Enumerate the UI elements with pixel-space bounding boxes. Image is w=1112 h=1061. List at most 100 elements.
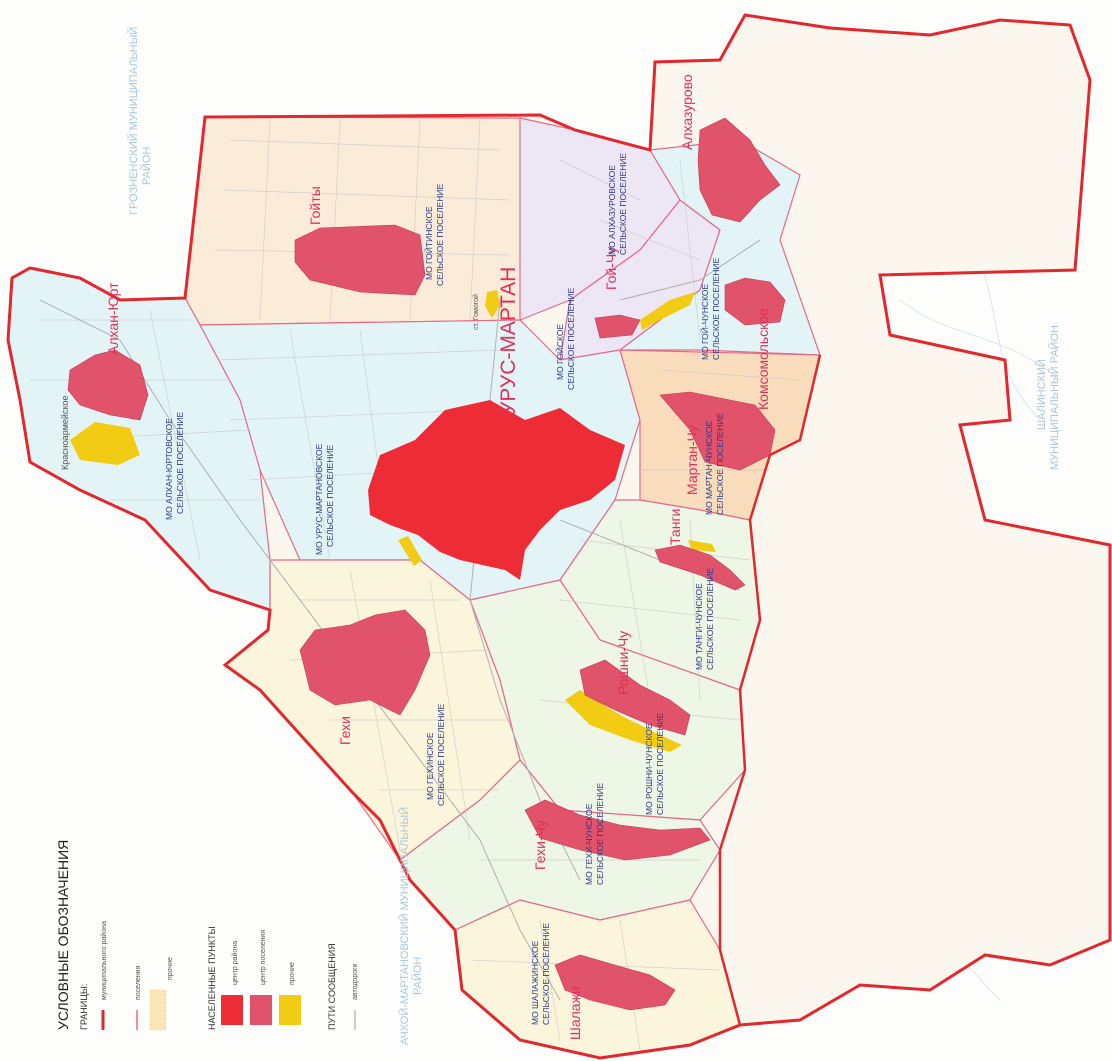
mo-shalazhi: МО ШАЛАЖИНСКОЕ СЕЛЬСКОЕ ПОСЕЛЕНИЕ bbox=[530, 923, 551, 1025]
settlement-centers bbox=[67, 117, 786, 1011]
label-roshni-chu: Рошни-Чу bbox=[615, 631, 631, 695]
mo-goy-chu-line2: СЕЛЬСКОЕ ПОСЕЛЕНИЕ bbox=[566, 288, 576, 390]
mo-roshni-chu-line1: МО РОШНИ-ЧУНСКОЕ bbox=[644, 723, 654, 815]
legend-label-boundary-other: прочие bbox=[167, 957, 174, 980]
neighbor-southwest: АЧХОЙ-МАРТАНОВСКИЙ МУНИЦИПАЛЬНЫЙ РАЙОН bbox=[398, 807, 424, 1045]
mo-goyty-line2: СЕЛЬСКОЕ ПОСЕЛЕНИЕ bbox=[435, 184, 445, 286]
mo-gekhi-line2: СЕЛЬСКОЕ ПОСЕЛЕНИЕ bbox=[436, 704, 446, 806]
neighbor-north: ГРОЗНЕНСКИЙ МУНИЦИПАЛЬНЫЙ РАЙОН bbox=[127, 27, 153, 215]
mo-tangi: МО ТАНГИ-ЧУНСКОЕ СЕЛЬСКОЕ ПОСЕЛЕНИЕ bbox=[694, 568, 715, 670]
mo-roshni-chu: МО РОШНИ-ЧУНСКОЕ СЕЛЬСКОЕ ПОСЕЛЕНИЕ bbox=[644, 713, 665, 815]
center-gekhi-chu bbox=[524, 799, 711, 861]
other-settlement-center bbox=[398, 536, 422, 566]
center-martan-chu bbox=[659, 391, 776, 471]
label-alkhan-yurt: Алхан-Юрт bbox=[105, 282, 121, 355]
neighbor-labels: ГРОЗНЕНСКИЙ МУНИЦИПАЛЬНЫЙ РАЙОН ШАЛИНСКИ… bbox=[127, 27, 1061, 1045]
center-urus-martan bbox=[368, 400, 625, 580]
settlement-labels: МО АЛХАН-ЮРТОВСКОЕ СЕЛЬСКОЕ ПОСЕЛЕНИЕ МО… bbox=[164, 153, 725, 1025]
inner-district-edge bbox=[718, 354, 822, 1026]
label-alkhazurovo: Алхазурово bbox=[679, 74, 695, 150]
mo-goy-chu: МО ГОЙСКОЕ СЕЛЬСКОЕ ПОСЕЛЕНИЕ bbox=[554, 288, 576, 390]
legend: УСЛОВНЫЕ ОБОЗНАЧЕНИЯ ГРАНИЦЫ: муниципаль… bbox=[55, 840, 359, 1031]
mo-urus-martan-line2: СЕЛЬСКОЕ ПОСЕЛЕНИЕ bbox=[325, 445, 335, 547]
mo-gekhi-chu-line2: СЕЛЬСКОЕ ПОСЕЛЕНИЕ bbox=[595, 783, 605, 885]
label-komsomolskoe: Комсомольское bbox=[755, 308, 771, 410]
mo-tangi-line1: МО ТАНГИ-ЧУНСКОЕ bbox=[694, 583, 704, 670]
legend-label-center-settlement: центр поселения bbox=[260, 930, 267, 985]
mo-urus-martan-line1: МО УРУС-МАРТАНОВСКОЕ bbox=[314, 443, 324, 555]
center-alkhan-yurt bbox=[67, 349, 149, 421]
label-small-plain: ст. Гомогой bbox=[472, 294, 480, 330]
label-goyty: Гойты bbox=[307, 186, 323, 225]
district-boundary bbox=[6, 13, 1112, 1060]
other-settlement-tangi bbox=[688, 540, 716, 552]
label-tangi: Танги bbox=[667, 509, 683, 545]
mo-martan-chu-line1: МО МАРТАН-ЧУНСКОЕ bbox=[704, 421, 714, 515]
legend-title: УСЛОВНЫЕ ОБОЗНАЧЕНИЯ bbox=[55, 840, 71, 1030]
mo-martan-chu-line2: СЕЛЬСКОЕ ПОСЕЛЕНИЕ bbox=[715, 413, 725, 515]
legend-swatch-center-district bbox=[221, 995, 243, 1025]
mo-shalazhi-line2: СЕЛЬСКОЕ ПОСЕЛЕНИЕ bbox=[541, 923, 551, 1025]
mo-goy-chu-east: МО ГОЙ-ЧУНСКОЕ СЕЛЬСКОЕ ПОСЕЛЕНИЕ bbox=[699, 258, 721, 360]
label-martan-chu: Мартан-Чу bbox=[684, 425, 700, 495]
legend-settlements-header: НАСЕЛЕННЫЕ ПУНКТЫ bbox=[207, 926, 217, 1030]
mo-goy-chu-line1: МО ГОЙСКОЕ bbox=[554, 323, 565, 380]
label-urus-martan: УРУС-МАРТАН bbox=[497, 267, 520, 415]
legend-label-roads: автодороги bbox=[352, 963, 359, 1000]
neighbor-southwest-line2: РАЙОН bbox=[411, 957, 424, 995]
mo-gekhi-chu: МО ГЕХИ-ЧУНСКОЕ СЕЛЬСКОЕ ПОСЕЛЕНИЕ bbox=[584, 783, 605, 885]
mo-goyty-line1: МО ГОЙТИНСКОЕ bbox=[423, 206, 434, 280]
mo-alkhan-yurt: МО АЛХАН-ЮРТОВСКОЕ СЕЛЬСКОЕ ПОСЕЛЕНИЕ bbox=[164, 412, 185, 520]
neighbor-southwest-line1: АЧХОЙ-МАРТАНОВСКИЙ МУНИЦИПАЛЬНЫЙ bbox=[398, 807, 411, 1045]
legend-label-other-settlement: прочие bbox=[289, 962, 296, 985]
mo-martan-chu: МО МАРТАН-ЧУНСКОЕ СЕЛЬСКОЕ ПОСЕЛЕНИЕ bbox=[704, 413, 725, 515]
mo-alkhazurovo-line2: СЕЛЬСКОЕ ПОСЕЛЕНИЕ bbox=[618, 153, 628, 255]
neighbor-north-line1: ГРОЗНЕНСКИЙ МУНИЦИПАЛЬНЫЙ bbox=[127, 27, 140, 215]
town-labels: УРУС-МАРТАН Алхан-Юрт Гойты Алхазурово Г… bbox=[60, 74, 771, 1040]
legend-swatch-other-settlement bbox=[279, 995, 301, 1025]
other-settlement-goychu bbox=[640, 292, 695, 330]
legend-label-boundary-settlement: поселения bbox=[135, 965, 142, 1000]
mo-gekhi-line1: МО ГЕХИНСКОЕ bbox=[425, 732, 435, 800]
mo-goyty: МО ГОЙТИНСКОЕ СЕЛЬСКОЕ ПОСЕЛЕНИЕ bbox=[423, 184, 445, 286]
mo-gekhi-chu-line1: МО ГЕХИ-ЧУНСКОЕ bbox=[584, 803, 594, 885]
mo-alkhazurovo-line1: МО АЛХАЗУРОВСКОЕ bbox=[607, 165, 617, 255]
mo-alkhan-yurt-line2: СЕЛЬСКОЕ ПОСЕЛЕНИЕ bbox=[175, 412, 185, 514]
neighbor-north-line2: РАЙОН bbox=[140, 147, 153, 185]
legend-label-center-district: центр района bbox=[231, 941, 239, 985]
neighbor-east-line1: ШАЛИНСКИЙ bbox=[1035, 359, 1048, 430]
legend-swatch-boundary-other bbox=[149, 989, 167, 1031]
center-alkhazurovo bbox=[697, 117, 781, 223]
center-gekhi bbox=[299, 609, 431, 716]
label-shalazhi: Шалажи bbox=[567, 986, 583, 1040]
center-goy-chu-east bbox=[724, 277, 786, 326]
other-settlements bbox=[70, 290, 716, 752]
legend-swatch-center-settlement bbox=[250, 995, 272, 1025]
legend-label-boundary-district: муниципального района bbox=[100, 921, 108, 1000]
mo-shalazhi-line1: МО ШАЛАЖИНСКОЕ bbox=[530, 940, 540, 1025]
other-settlement-roshni bbox=[565, 690, 682, 752]
label-gekhi: Гехи bbox=[337, 716, 353, 745]
label-gekhi-chu: Гехи-Чу bbox=[532, 820, 548, 870]
other-settlement-krasnoarm bbox=[70, 422, 140, 465]
neighbor-east: ШАЛИНСКИЙ МУНИЦИПАЛЬНЫЙ РАЙОН bbox=[1035, 325, 1061, 470]
mo-alkhan-yurt-line1: МО АЛХАН-ЮРТОВСКОЕ bbox=[164, 418, 174, 520]
center-shalazhi bbox=[554, 954, 676, 1011]
legend-boundaries-header: ГРАНИЦЫ: bbox=[79, 984, 89, 1030]
mo-goy-chu-east-line2: СЕЛЬСКОЕ ПОСЕЛЕНИЕ bbox=[711, 258, 721, 360]
mo-goy-chu-east-line1: МО ГОЙ-ЧУНСКОЕ bbox=[699, 283, 710, 360]
label-goy-chu: Гой-Чу bbox=[603, 247, 619, 290]
center-roshni-chu bbox=[579, 659, 691, 736]
mo-alkhazurovo: МО АЛХАЗУРОВСКОЕ СЕЛЬСКОЕ ПОСЕЛЕНИЕ bbox=[607, 153, 628, 255]
mo-gekhi: МО ГЕХИНСКОЕ СЕЛЬСКОЕ ПОСЕЛЕНИЕ bbox=[425, 704, 446, 806]
legend-roads-header: ПУТИ СООБЩЕНИЯ bbox=[327, 943, 337, 1030]
center-tangi bbox=[654, 544, 746, 591]
mo-roshni-chu-line2: СЕЛЬСКОЕ ПОСЕЛЕНИЕ bbox=[655, 713, 665, 815]
mo-tangi-line2: СЕЛЬСКОЕ ПОСЕЛЕНИЕ bbox=[705, 568, 715, 670]
mo-urus-martan: МО УРУС-МАРТАНОВСКОЕ СЕЛЬСКОЕ ПОСЕЛЕНИЕ bbox=[314, 443, 335, 555]
label-krasnoarm: Красноармейское bbox=[60, 395, 70, 470]
center-goyty bbox=[294, 224, 426, 296]
center-goy-chu bbox=[594, 314, 641, 339]
other-settlement-plain bbox=[485, 290, 500, 318]
